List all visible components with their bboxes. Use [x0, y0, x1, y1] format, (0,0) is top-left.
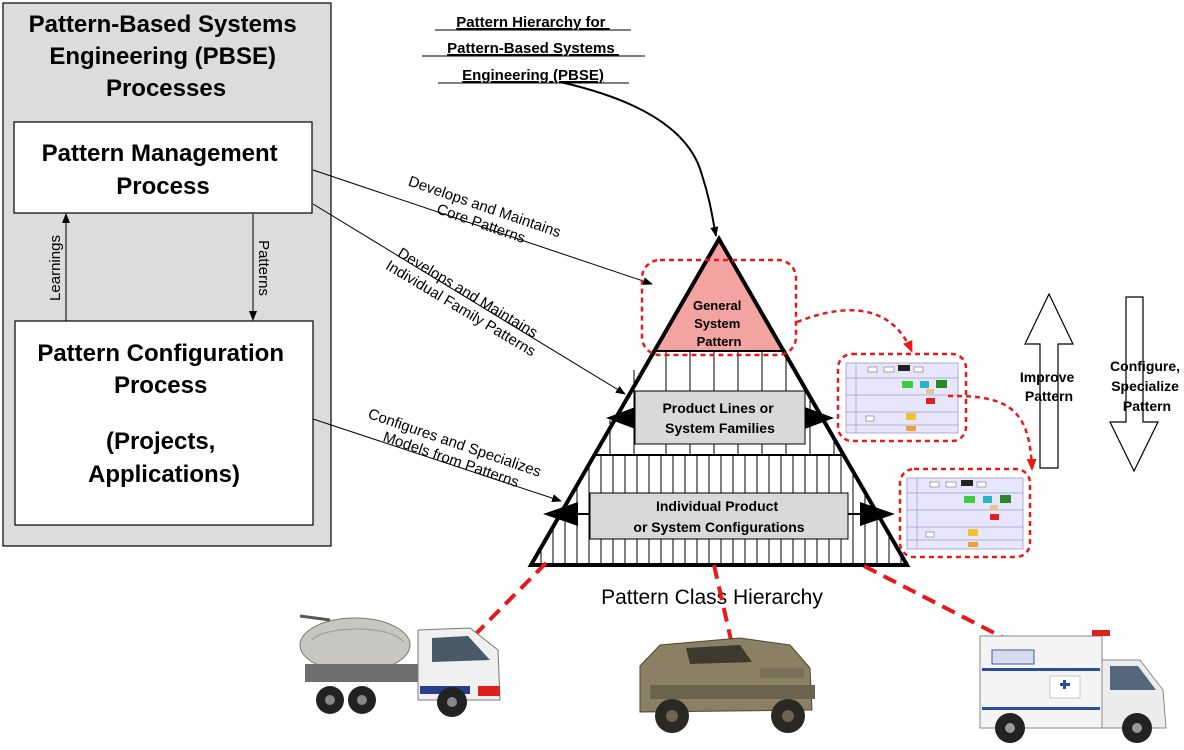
core-patterns-label: Develops and Maintains Core Patterns — [401, 173, 567, 259]
learnings-label: Learnings — [47, 235, 64, 301]
pattern-class-hierarchy-caption: Pattern Class Hierarchy — [601, 586, 823, 609]
pbse-panel-title: Pattern-Based Systems Engineering (PBSE)… — [29, 11, 304, 102]
pattern-management-process-label: Pattern Management Process — [42, 140, 285, 200]
individual-configurations-label: Individual Product or System Configurati… — [633, 498, 804, 535]
model-thumbnail-1 — [836, 352, 968, 443]
svg-text:Pattern Hierarchy for Pa: Pattern Hierarchy for Pattern-Based Syst… — [447, 14, 619, 84]
patterns-label: Patterns — [255, 240, 272, 296]
pattern-management-process-box — [13, 121, 313, 214]
product-lines-label: Product Lines or System Families — [662, 400, 777, 436]
pattern-configuration-process-label: Pattern Configuration Process (Projects,… — [37, 340, 290, 488]
individual-configurations-box — [589, 492, 849, 540]
refine-arrow-1 — [796, 309, 914, 353]
refine-arrow-2 — [947, 394, 1037, 471]
link-to-ambulance — [863, 564, 1005, 640]
family-patterns-arrow — [312, 203, 626, 395]
ambulance-image — [979, 630, 1167, 743]
configure-pattern-label: Configure, Specialize Pattern — [1110, 358, 1184, 414]
family-patterns-label: Develops and Maintains Individual Family… — [383, 243, 548, 361]
core-patterns-arrow — [312, 169, 653, 285]
pattern-hierarchy-title: Pattern Hierarchy for Pattern-Based Syst… — [422, 14, 645, 84]
pattern-pyramid: General System Pattern Product Lines or … — [527, 234, 911, 567]
armored-vehicle-image — [639, 637, 815, 733]
improve-pattern-label: Improve Pattern — [1020, 369, 1078, 404]
general-system-tier — [652, 239, 786, 351]
link-to-armored-vehicle — [712, 564, 733, 641]
configure-arrow — [312, 418, 562, 502]
pattern-configuration-process-box — [14, 320, 314, 526]
general-pattern-highlight — [640, 258, 798, 357]
model-thumbnail-2 — [898, 467, 1032, 559]
title-curved-arrow — [559, 81, 719, 237]
improve-pattern-arrow — [1024, 292, 1074, 469]
cement-mixer-truck-image — [299, 614, 501, 717]
product-lines-box — [634, 390, 806, 445]
configure-label: Configures and Specializes Models from P… — [360, 405, 547, 498]
configure-pattern-arrow — [1109, 296, 1159, 473]
general-system-pattern-label: General System Pattern — [693, 298, 745, 349]
